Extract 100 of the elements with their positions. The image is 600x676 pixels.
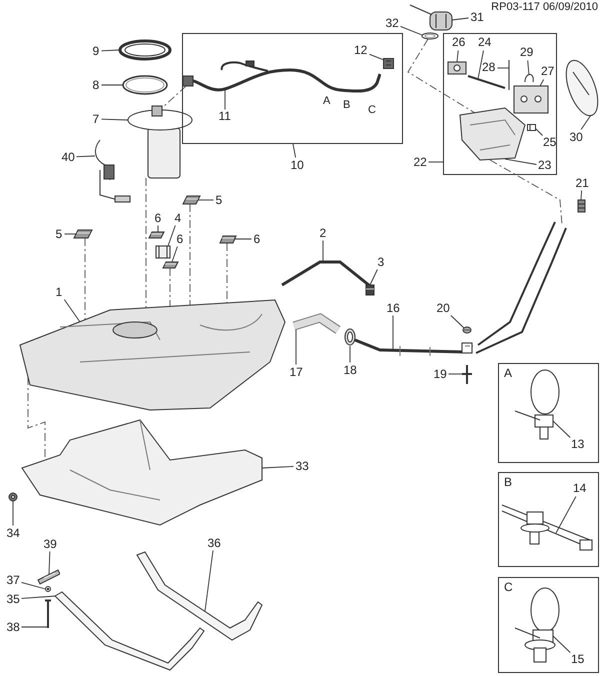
leader-line [540, 79, 544, 86]
center-line [490, 160, 562, 226]
callout-number: 29 [519, 46, 534, 59]
callout-number: 1 [54, 286, 64, 298]
inset-letter: B [504, 476, 512, 489]
leader-line [234, 238, 252, 240]
callout-number: 6 [252, 232, 262, 246]
leader-line [552, 420, 571, 438]
bracket-drawing [36, 568, 60, 586]
leader-line [292, 144, 296, 158]
callout-number: 30 [568, 130, 584, 144]
leader-line [322, 240, 324, 262]
screw-drawing [576, 198, 587, 214]
callout-number: 6 [154, 212, 162, 224]
callout-number: 27 [540, 65, 556, 78]
callout-number: 33 [294, 460, 310, 472]
inset-letter: C [504, 581, 513, 594]
callout-number: 2 [318, 226, 328, 240]
pin-drawing [526, 122, 536, 132]
callout-number: 34 [6, 526, 21, 540]
callout-number: 28 [481, 61, 496, 74]
callout-number: 6 [176, 232, 184, 246]
callout-number: 4 [174, 212, 182, 224]
center-line [226, 242, 228, 304]
callout-number: 3 [376, 256, 386, 268]
leader-line [21, 582, 46, 590]
fuel-pump-module-drawing [126, 105, 194, 180]
fuel-door-housing-drawing [458, 106, 526, 162]
inset-frame [498, 363, 599, 463]
fuel-cap-drawing [408, 3, 454, 33]
callout-number: 9 [92, 44, 100, 58]
leader-line [369, 54, 384, 60]
actuator-drawing [446, 60, 468, 76]
leader-line [12, 500, 14, 526]
callout-number: 23 [537, 159, 552, 172]
strap-drawing [135, 550, 264, 642]
clamp-ring-drawing [344, 328, 356, 346]
callout-number: 24 [477, 36, 492, 49]
cable-tie-clip-drawing [512, 368, 562, 440]
leader-line [556, 496, 576, 534]
clip-drawing [364, 283, 376, 297]
callout-number: 25 [542, 136, 558, 149]
leader-line [534, 128, 543, 136]
inset-letter: A [504, 367, 512, 380]
pad-drawing [218, 234, 238, 245]
leader-line [224, 90, 226, 110]
callout-number: 15 [570, 653, 586, 666]
leader-line [204, 550, 214, 612]
callout-number: 35 [6, 592, 21, 606]
bolt-drawing [460, 364, 474, 386]
callout-number: 12 [353, 44, 368, 57]
washer-drawing [44, 585, 52, 593]
callout-number: 19 [432, 368, 448, 380]
leader-line [168, 225, 176, 246]
callout-number: 18 [342, 364, 358, 376]
leader-line [21, 596, 56, 599]
leader-line [452, 18, 469, 20]
pad-drawing [147, 230, 166, 240]
callout-number: 7 [92, 112, 100, 126]
callout-number: 20 [436, 302, 451, 314]
clip-position-letter: C [368, 104, 376, 116]
inset-frame [498, 577, 599, 673]
cable-tie-clip-drawing [500, 502, 594, 552]
callout-number: 8 [92, 78, 100, 92]
callout-number: 37 [6, 574, 21, 586]
cable-tie-clip-drawing [512, 586, 562, 664]
callout-number: 26 [451, 36, 466, 49]
callout-number: 13 [570, 438, 586, 451]
group-frame [182, 33, 403, 144]
leader-line [262, 466, 294, 468]
leader-line [552, 636, 571, 653]
callout-number: 38 [6, 620, 21, 634]
drawing-reference-code: RP03-117 06/09/2010 [491, 1, 598, 13]
fuel-tank-drawing [18, 299, 288, 412]
leader-line [172, 246, 178, 262]
group-frame [443, 33, 557, 175]
bracket-drawing [154, 244, 172, 259]
leader-line [478, 50, 484, 80]
leader-line [48, 551, 50, 576]
pad-drawing [161, 260, 180, 270]
hinge-drawing [512, 84, 550, 114]
center-line [162, 86, 186, 108]
callout-number: 5 [54, 228, 64, 240]
leader-line [101, 50, 120, 52]
leader-line [400, 26, 422, 36]
leader-line [504, 158, 537, 165]
callout-number: 32 [384, 16, 400, 30]
center-line [407, 38, 476, 114]
callout-number: 14 [572, 482, 588, 495]
callout-number: 16 [386, 302, 401, 314]
callout-number: 40 [60, 150, 76, 164]
clip-drawing [461, 325, 473, 335]
leader-line [456, 50, 459, 62]
leader-line [101, 118, 128, 120]
center-line [84, 238, 86, 320]
leader-line [527, 60, 530, 76]
strap-drawing [53, 590, 206, 672]
leader-line [450, 315, 464, 328]
gasket-drawing [420, 31, 440, 41]
bolt-drawing [44, 599, 52, 630]
